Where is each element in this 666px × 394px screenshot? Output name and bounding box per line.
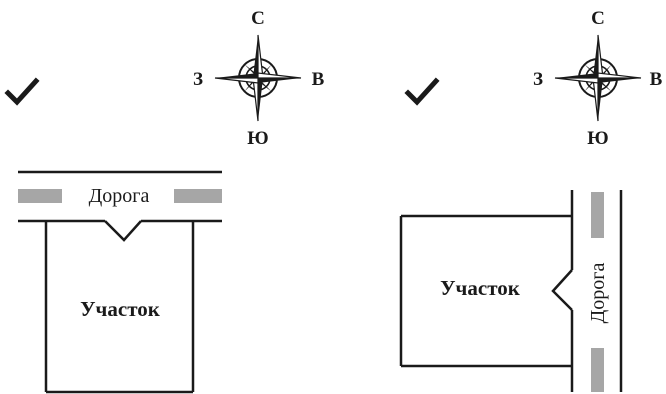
compass-rose: С Ю З В bbox=[193, 8, 325, 149]
plot-area: Участок bbox=[399, 214, 573, 368]
road-right: Дорога bbox=[570, 190, 623, 392]
road-top: Дорога bbox=[18, 170, 222, 223]
road-marking bbox=[591, 348, 604, 392]
road-label: Дорога bbox=[89, 185, 150, 207]
right-panel: С Ю З В Дорога Участок bbox=[399, 8, 663, 392]
plot-label: Участок bbox=[440, 276, 521, 300]
compass-rose-icon bbox=[554, 34, 642, 122]
entrance-gate bbox=[104, 220, 142, 242]
plot-area: Участок bbox=[44, 220, 195, 394]
compass-north-label: С bbox=[251, 8, 265, 29]
compass-rose-icon bbox=[214, 34, 302, 122]
checkmark-icon bbox=[404, 77, 440, 106]
compass-west-label: З bbox=[533, 69, 543, 90]
road-label: Дорога bbox=[587, 263, 609, 324]
compass-east-label: В bbox=[650, 69, 663, 90]
compass-south-label: Ю bbox=[587, 128, 608, 149]
left-panel: С Ю З В Дорога Участок bbox=[4, 8, 325, 394]
road-marking bbox=[18, 189, 62, 203]
compass-west-label: З bbox=[193, 69, 203, 90]
compass-rose: С Ю З В bbox=[533, 8, 663, 149]
road-marking bbox=[591, 192, 604, 238]
compass-east-label: В bbox=[312, 69, 325, 90]
plot-label: Участок bbox=[80, 297, 161, 321]
compass-north-label: С bbox=[591, 8, 605, 29]
compass-south-label: Ю bbox=[247, 128, 268, 149]
entrance-gate bbox=[551, 269, 573, 311]
road-marking bbox=[174, 189, 222, 203]
checkmark-icon bbox=[4, 77, 40, 106]
